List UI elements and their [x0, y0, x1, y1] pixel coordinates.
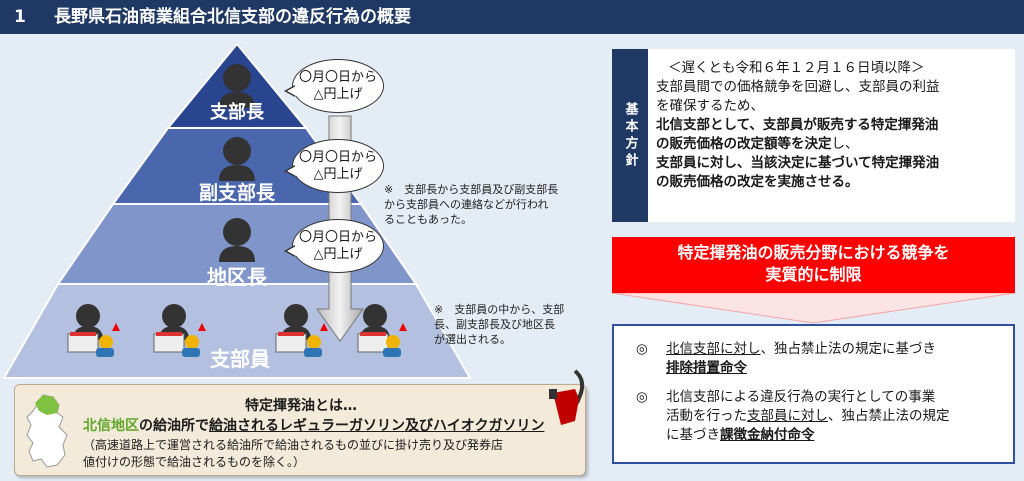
tier-base-shape: [2, 283, 472, 379]
page-title: 長野県石油商業組合北信支部の違反行為の概要: [54, 7, 411, 27]
price-bubble: 〇月〇日から △円上げ: [284, 139, 384, 193]
person-icon: [219, 137, 255, 181]
nagano-map-icon: [26, 394, 68, 468]
member-station-icon: [153, 304, 206, 357]
person-icon: [219, 218, 255, 262]
member-station-icon: [275, 304, 328, 357]
tier-label-member: 支部員: [210, 347, 270, 371]
orders-box: ◎ 北信支部に対し、独占禁止法の規定に基づき 排除措置命令 ◎ 北信支部による違…: [612, 324, 1015, 464]
policy-box: ＜遅くとも令和６年１２月１６日頃以降＞ 支部員間での価格競争を回避し、支部員の利…: [648, 49, 1015, 222]
tier-label-branch-head: 支部長: [210, 102, 264, 123]
price-bubble: 〇月〇日から △円上げ: [284, 59, 384, 113]
definition-box: 特定揮発油とは… 北信地区の給油所で給油されるレギュラーガソリン及びハイオクガソ…: [14, 369, 586, 476]
definition-main: 北信地区の給油所で給油されるレギュラーガソリン及びハイオクガソリン: [83, 418, 545, 434]
double-circle-icon: ◎: [636, 389, 648, 405]
section-number: 1: [14, 7, 26, 27]
cease-desist-item: ◎ 北信支部に対し、独占禁止法の規定に基づき 排除措置命令: [636, 341, 936, 376]
member-station-icon: [357, 304, 407, 357]
tier-label-vice-head: 副支部長: [198, 182, 275, 204]
tier-label-district-head: 地区長: [207, 265, 267, 289]
funnel-arrow-icon: [611, 293, 1016, 324]
member-station-icon: [67, 304, 120, 357]
price-bubble: 〇月〇日から △円上げ: [284, 219, 384, 273]
fuel-nozzle-icon: [549, 369, 585, 425]
surcharge-item: ◎ 北信支部による違反行為の実行としての事業 活動を行った支部員に対し、独占禁止…: [636, 389, 950, 443]
note-communication: ※ 支部長から支部員及び副支部長 から支部員への連絡などが行われ ることもあった…: [384, 183, 559, 226]
person-icon: [219, 64, 255, 108]
note-selection: ※ 支部員の中から、支部 長、副支部長及び地区長 が選出される。: [434, 303, 565, 346]
double-circle-icon: ◎: [636, 341, 648, 357]
policy-tag: 基本方針: [612, 49, 648, 222]
page-header: 1 長野県石油商業組合北信支部の違反行為の概要: [0, 0, 1024, 34]
definition-exclusion: （高速道路上で運営される給油所で給油されるもの並びに掛け売り及び発券店 値付けの…: [83, 438, 504, 469]
definition-title: 特定揮発油とは…: [245, 398, 357, 414]
competition-restriction-banner: 特定揮発油の販売分野における競争を 実質的に制限: [612, 237, 1015, 293]
